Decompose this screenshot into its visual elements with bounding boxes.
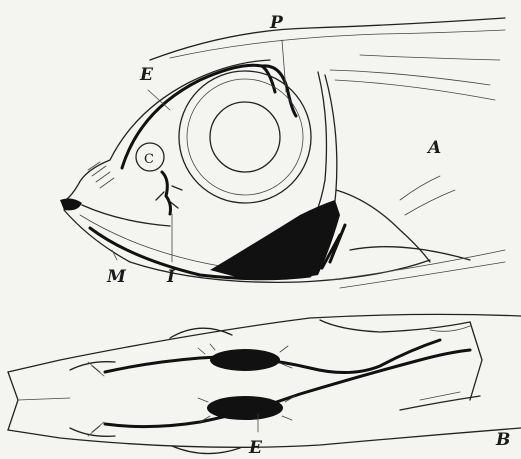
upper-lip [60,199,82,211]
posterior-upper-line [320,320,470,332]
eye-lens [210,102,280,172]
mouth-line [82,205,170,226]
snout-outline [66,160,110,200]
fin-ray-2 [335,80,495,100]
pectoral-fin-edge [350,247,470,260]
posterior-lower-line [400,396,480,410]
fin-ray-1 [330,70,490,85]
orbit-inner [187,79,303,195]
forehead-outline [110,60,270,160]
panel-b-dorsal-view [8,314,521,453]
midline-front [18,398,70,400]
upper-pigment-patch [210,349,280,371]
label-M: M [106,267,127,287]
label-A: A [426,138,441,158]
dorsal-profile-line-inner [170,30,505,58]
body-contour-lines [400,176,455,215]
label-P: P [269,13,284,33]
cheek-canal-network [210,200,345,279]
label-B: B [495,430,510,450]
nostril-hatching [88,162,114,188]
posterior-notch [470,322,482,400]
label-C: C [144,152,154,167]
label-E-head: E [139,65,154,85]
posterior-hatching [420,326,470,400]
snout-tip [8,372,18,430]
pectoral-fin-rays [330,250,505,288]
fin-ray-3 [360,55,500,60]
pointer-M [112,250,117,260]
label-I: I [166,267,176,287]
operculum-lower-edge [336,190,430,262]
nasal-hatching [88,362,104,436]
dorsal-profile-line [150,18,505,60]
orbit-outer [179,71,311,203]
label-E-dorsal: E [248,438,263,458]
dorsal-outline-bottom [8,428,521,447]
lower-pigment-patch-E [207,396,283,420]
left-eye-bulge [170,328,232,338]
